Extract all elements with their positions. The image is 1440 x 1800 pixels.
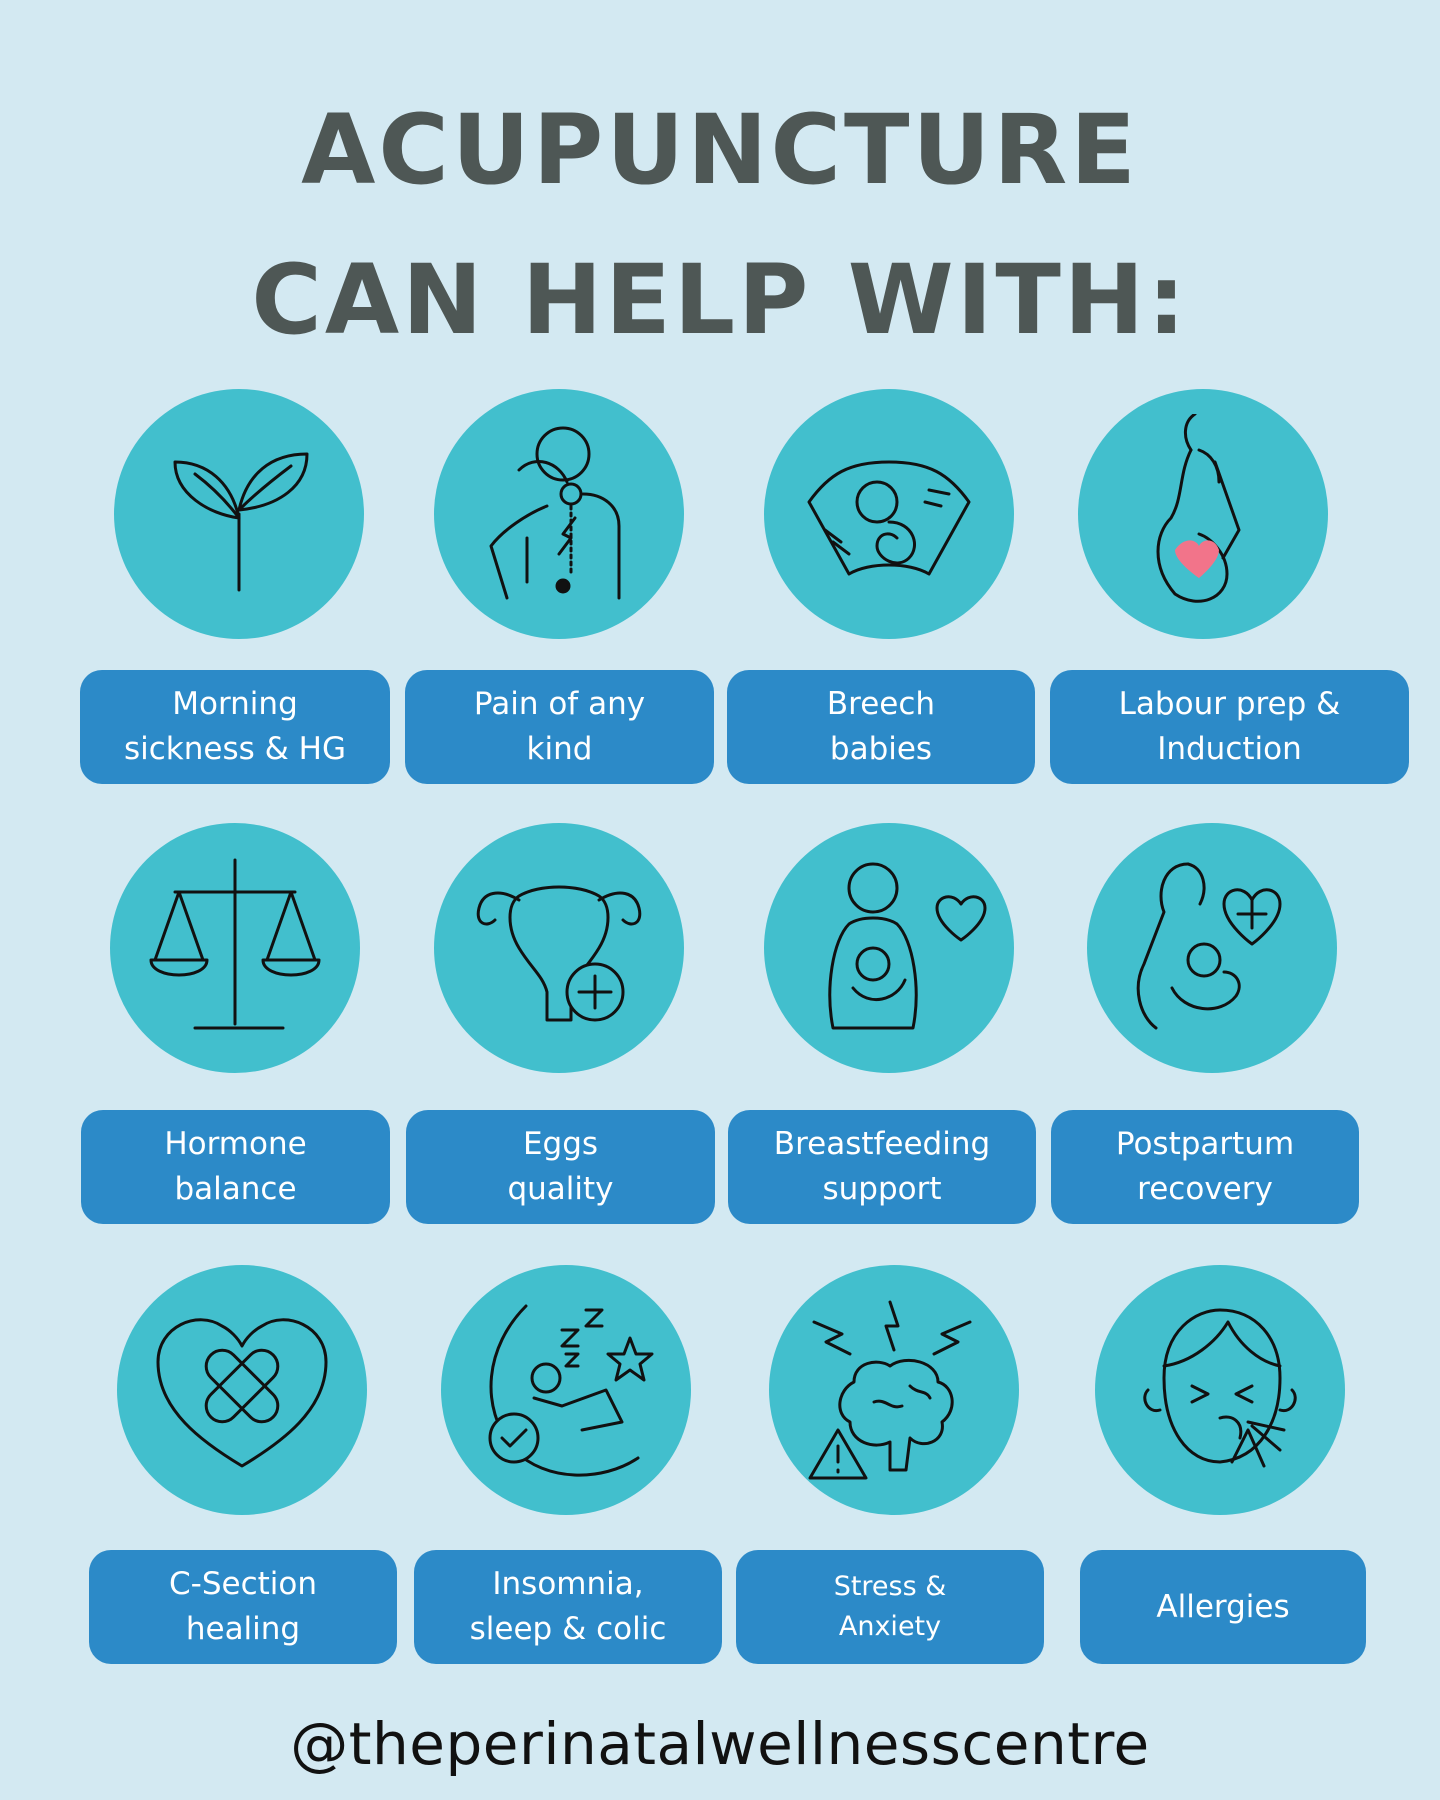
label-morning-sickness: Morning sickness & HG [80,670,390,784]
label-eggs: Eggs quality [406,1110,715,1224]
breastfeeding-circle [764,823,1014,1073]
sleep-circle [441,1265,691,1515]
allergies-circle [1095,1265,1345,1515]
label-labour: Labour prep & Induction [1050,670,1409,784]
sleep-moon-icon [466,1290,666,1490]
body-pain-circle [434,389,684,639]
balance-scale-icon [135,848,335,1048]
title-line-2: CAN HELP WITH: [251,244,1189,356]
stress-circle [769,1265,1019,1515]
label-breech: Breech babies [727,670,1035,784]
label-pain: Pain of any kind [405,670,714,784]
uterus-circle [434,823,684,1073]
label-stress: Stress & Anxiety [736,1550,1044,1664]
mother-baby-heart-icon [1112,848,1312,1048]
footer-handle: @theperinatalwellnesscentre [290,1710,1150,1778]
sprout-icon [139,414,339,614]
label-postpartum: Postpartum recovery [1051,1110,1359,1224]
breastfeeding-icon [789,848,989,1048]
body-pain-icon [459,414,659,614]
label-allergies: Allergies [1080,1550,1366,1664]
label-insomnia: Insomnia, sleep & colic [414,1550,722,1664]
ultrasound-circle [764,389,1014,639]
stressed-brain-icon [794,1290,994,1490]
uterus-plus-icon [459,848,659,1048]
label-breastfeeding: Breastfeeding support [728,1110,1036,1224]
sprout-circle [114,389,364,639]
title-line-1: ACUPUNCTURE [301,94,1139,206]
ultrasound-baby-icon [789,414,989,614]
label-csection: C-Section healing [89,1550,397,1664]
heart-bandage-icon [142,1290,342,1490]
label-hormone: Hormone balance [81,1110,390,1224]
postpartum-circle [1087,823,1337,1073]
sneezing-face-icon [1120,1290,1320,1490]
heart-bandage-circle [117,1265,367,1515]
pregnant-woman-icon [1103,414,1303,614]
scale-circle [110,823,360,1073]
pregnant-circle [1078,389,1328,639]
